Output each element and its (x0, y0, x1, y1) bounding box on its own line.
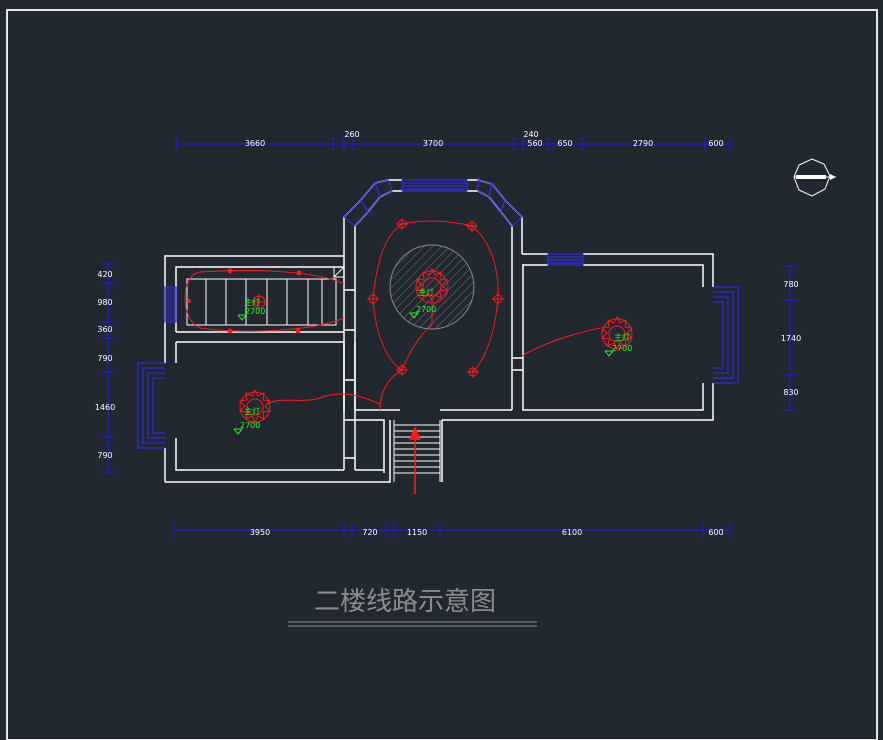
downlight-icon (396, 218, 408, 230)
stairs-entry (393, 420, 441, 482)
downlight-icon (467, 366, 479, 378)
fixture-stair-height: 2700 (245, 307, 265, 316)
downlight-icon (367, 293, 379, 305)
dimension-labels-left: 420 980 360 790 1460 790 (95, 270, 115, 460)
fixture-label-stair: 主灯 2700 (237, 297, 265, 321)
fixture-label-right: 主灯 2700 (604, 332, 632, 357)
downlights (367, 218, 504, 378)
dim-bottom-4: 600 (708, 528, 723, 537)
dim-top-0: 3660 (245, 139, 265, 148)
fixture-label-left: 主灯 2700 (233, 406, 260, 435)
fixture-label-hall: 主灯 2700 (409, 287, 436, 319)
dim-left-5: 790 (97, 451, 112, 460)
dim-right-2: 830 (783, 388, 798, 397)
wiring (184, 220, 601, 411)
dim-top-7: 600 (708, 139, 723, 148)
chandelier-icon (251, 294, 267, 310)
fixture-right-height: 2700 (612, 344, 632, 353)
dim-bottom-1: 720 (362, 528, 377, 537)
dim-top-2: 3700 (423, 139, 443, 148)
dim-top-4: 560 (527, 139, 542, 148)
ceiling-dome (389, 244, 475, 330)
fixture-left-height: 2700 (240, 421, 260, 430)
dim-top-6: 2790 (633, 139, 653, 148)
dim-left-4: 1460 (95, 403, 115, 412)
dimension-labels-right: 780 1740 830 (781, 280, 801, 397)
dim-bottom-0: 3950 (250, 528, 270, 537)
stair-arrow-icon (409, 426, 421, 494)
dim-left-3: 790 (97, 354, 112, 363)
dim-right-0: 780 (783, 280, 798, 289)
downlight-icon (466, 220, 478, 232)
fixture-stair-label: 主灯 (244, 297, 260, 307)
fixture-hall-label: 主灯 (418, 287, 434, 297)
dim-top-5: 650 (557, 139, 572, 148)
dim-right-1: 1740 (781, 334, 801, 343)
dim-left-2: 360 (97, 325, 112, 334)
fixture-left-label: 主灯 (244, 406, 260, 416)
fixture-hall-height: 2700 (416, 305, 436, 314)
fixture-right-label: 主灯 (614, 332, 630, 342)
dim-left-0: 420 (97, 270, 112, 279)
dimension-labels-top: 3660 260 3700 240 560 650 2790 600 (245, 130, 724, 148)
stair-dots (187, 268, 302, 334)
dim-left-1: 980 (97, 298, 112, 307)
dimension-lines (101, 137, 797, 537)
chandelier-icon (600, 315, 634, 351)
compass-icon (793, 158, 836, 197)
downlight-icon (492, 293, 504, 305)
dim-bottom-3: 6100 (562, 528, 582, 537)
windows (137, 179, 739, 449)
stairs-top (186, 266, 345, 326)
dim-bottom-2: 1150 (407, 528, 427, 537)
dim-top-3: 240 (523, 130, 538, 139)
dim-top-1: 260 (344, 130, 359, 139)
chandelier-icon (415, 267, 449, 304)
chandelier-icon (238, 388, 272, 424)
drawing-title: 二楼线路示意图 (314, 587, 496, 617)
drawing-frame (6, 9, 878, 740)
dimension-labels-bottom: 3950 720 1150 6100 600 (250, 528, 724, 537)
downlight-icon (396, 364, 408, 376)
